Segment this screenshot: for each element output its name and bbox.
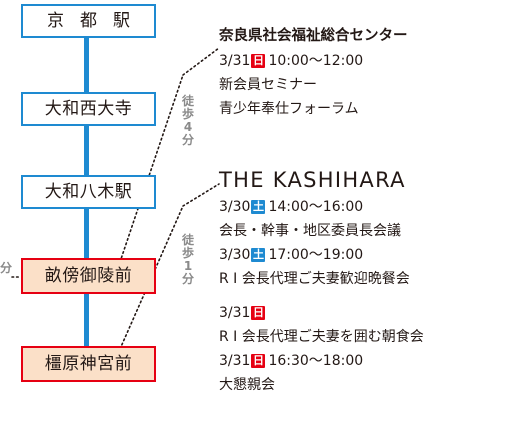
- event-item: R I 会長代理ご夫妻を囲む朝食会: [219, 329, 424, 345]
- left-edge-walk-label: 分: [0, 261, 13, 275]
- event-date: 3/31: [219, 305, 251, 321]
- event-time: 16:30〜18:00: [268, 353, 364, 369]
- walk-time-4min: 徒歩4分: [181, 94, 194, 147]
- weekday-badge: 日: [251, 306, 266, 320]
- event-datetime: 3/30 土 17:00〜19:00: [219, 243, 424, 267]
- station-unebi-goryomae: 畝傍御陵前: [21, 258, 156, 294]
- station-yamato-yagi: 大和八木駅: [21, 175, 156, 209]
- venue-the-kashihara: THE KASHIHARA 3/30 土 14:00〜16:00 会長・幹事・地…: [219, 165, 424, 397]
- route-to-social-welfare-center-tail: [182, 47, 220, 76]
- event-item: R I 会長代理ご夫妻歓迎晩餐会: [219, 271, 410, 287]
- spacer: [219, 291, 424, 301]
- weekday-badge: 日: [251, 354, 266, 368]
- walk-time-1min: 徒歩1分: [181, 233, 194, 286]
- station-yamato-saidaiji: 大和西大寺: [21, 92, 156, 126]
- event-date: 3/31: [219, 53, 251, 69]
- event-datetime: 3/31 日 16:30〜18:00: [219, 349, 424, 373]
- event-date: 3/30: [219, 247, 251, 263]
- event-time: 14:00〜16:00: [268, 199, 364, 215]
- event-item: 青少年奉仕フォーラム: [219, 101, 359, 117]
- event-datetime: 3/30 土 14:00〜16:00: [219, 195, 424, 219]
- event-item: 新会員セミナー: [219, 77, 317, 93]
- event-item: 会長・幹事・地区委員長会議: [219, 223, 401, 239]
- venue-name: 奈良県社会福祉総合センター: [219, 28, 408, 44]
- event-date: 3/30: [219, 199, 251, 215]
- event-datetime: 3/31 日 10:00〜12:00: [219, 49, 408, 73]
- event-time: 17:00〜19:00: [268, 247, 364, 263]
- event-date: 3/31: [219, 353, 251, 369]
- venue-social-welfare-center: 奈良県社会福祉総合センター 3/31 日 10:00〜12:00 新会員セミナー…: [219, 24, 408, 121]
- route-to-the-kashihara-tail: [182, 183, 220, 207]
- weekday-badge: 土: [251, 248, 266, 262]
- event-time: 10:00〜12:00: [268, 53, 364, 69]
- event-item: 大懇親会: [219, 377, 275, 393]
- station-kashihara-jingumae: 橿原神宮前: [21, 346, 156, 382]
- weekday-badge: 日: [251, 54, 266, 68]
- weekday-badge: 土: [251, 200, 266, 214]
- route-to-social-welfare-center: [119, 74, 184, 263]
- station-kyoto: 京都駅: [21, 4, 156, 38]
- event-datetime: 3/31 日: [219, 301, 424, 325]
- venue-name: THE KASHIHARA: [219, 168, 406, 192]
